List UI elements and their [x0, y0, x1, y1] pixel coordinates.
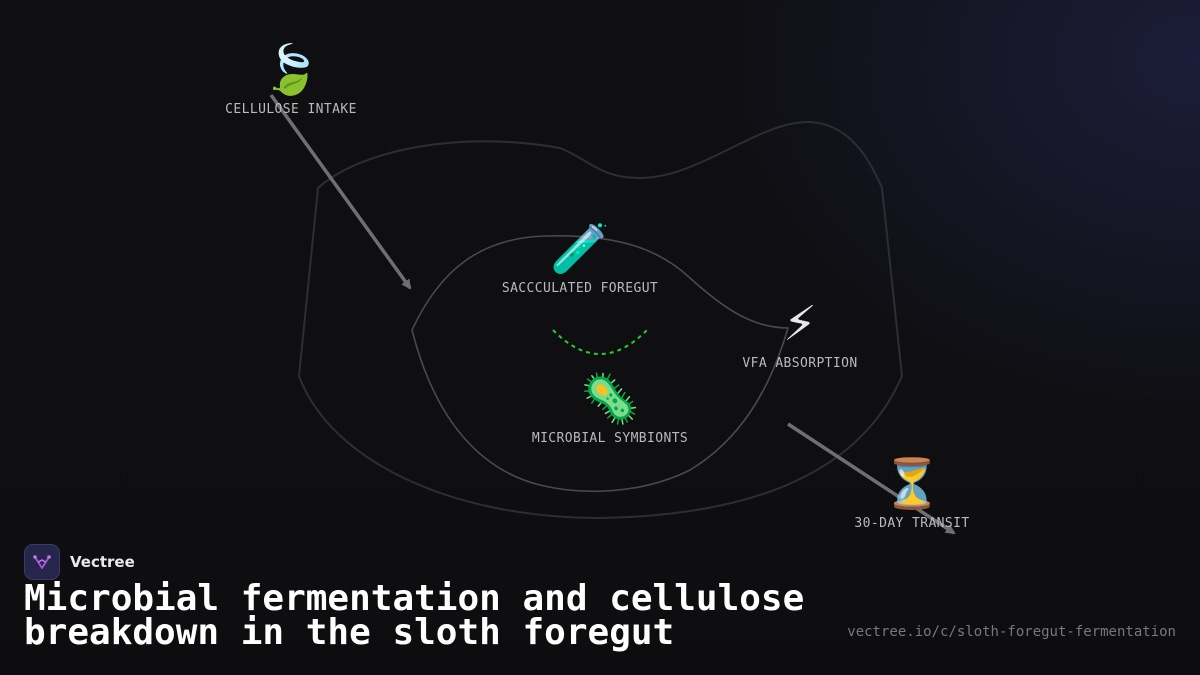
- node-vfa-absorption: ⚡ VFA ABSORPTION: [742, 296, 857, 371]
- sacculated-foregut-label: SACCCULATED FOREGUT: [501, 281, 659, 296]
- vectree-logo-icon: [24, 544, 60, 580]
- fermentation-link: [552, 329, 648, 355]
- node-sacculated-foregut: 🧪 SACCCULATED FOREGUT: [502, 221, 658, 296]
- brand[interactable]: Vectree: [24, 544, 135, 580]
- transit-arrow: [787, 422, 956, 535]
- vfa-absorption-label: VFA ABSORPTION: [742, 356, 858, 371]
- page-title: Microbial fermentation and cellulose bre…: [24, 578, 805, 653]
- brand-name: Vectree: [70, 553, 135, 571]
- source-url[interactable]: vectree.io/c/sloth-foregut-fermentation: [847, 624, 1176, 640]
- lightning-icon: ⚡: [783, 296, 817, 352]
- microbe-icon: 🦠: [580, 371, 640, 427]
- inner-chamber-outline: [411, 235, 790, 493]
- node-transit: ⏳ 30-DAY TRANSIT: [854, 456, 969, 531]
- node-microbial-symbionts: 🦠 MICROBIAL SYMBIONTS: [532, 371, 688, 446]
- transit-label: 30-DAY TRANSIT: [854, 516, 970, 531]
- outer-stomach-outline: [297, 120, 904, 520]
- intake-arrow: [269, 93, 412, 290]
- microbial-symbionts-label: MICROBIAL SYMBIONTS: [531, 431, 689, 446]
- cellulose-intake-label: CELLULOSE INTAKE: [225, 102, 357, 117]
- leaf-icon: 🍃: [261, 42, 321, 98]
- node-cellulose-intake: 🍃 CELLULOSE INTAKE: [225, 42, 357, 117]
- hourglass-icon: ⏳: [882, 456, 942, 512]
- test-tube-icon: 🧪: [550, 221, 610, 277]
